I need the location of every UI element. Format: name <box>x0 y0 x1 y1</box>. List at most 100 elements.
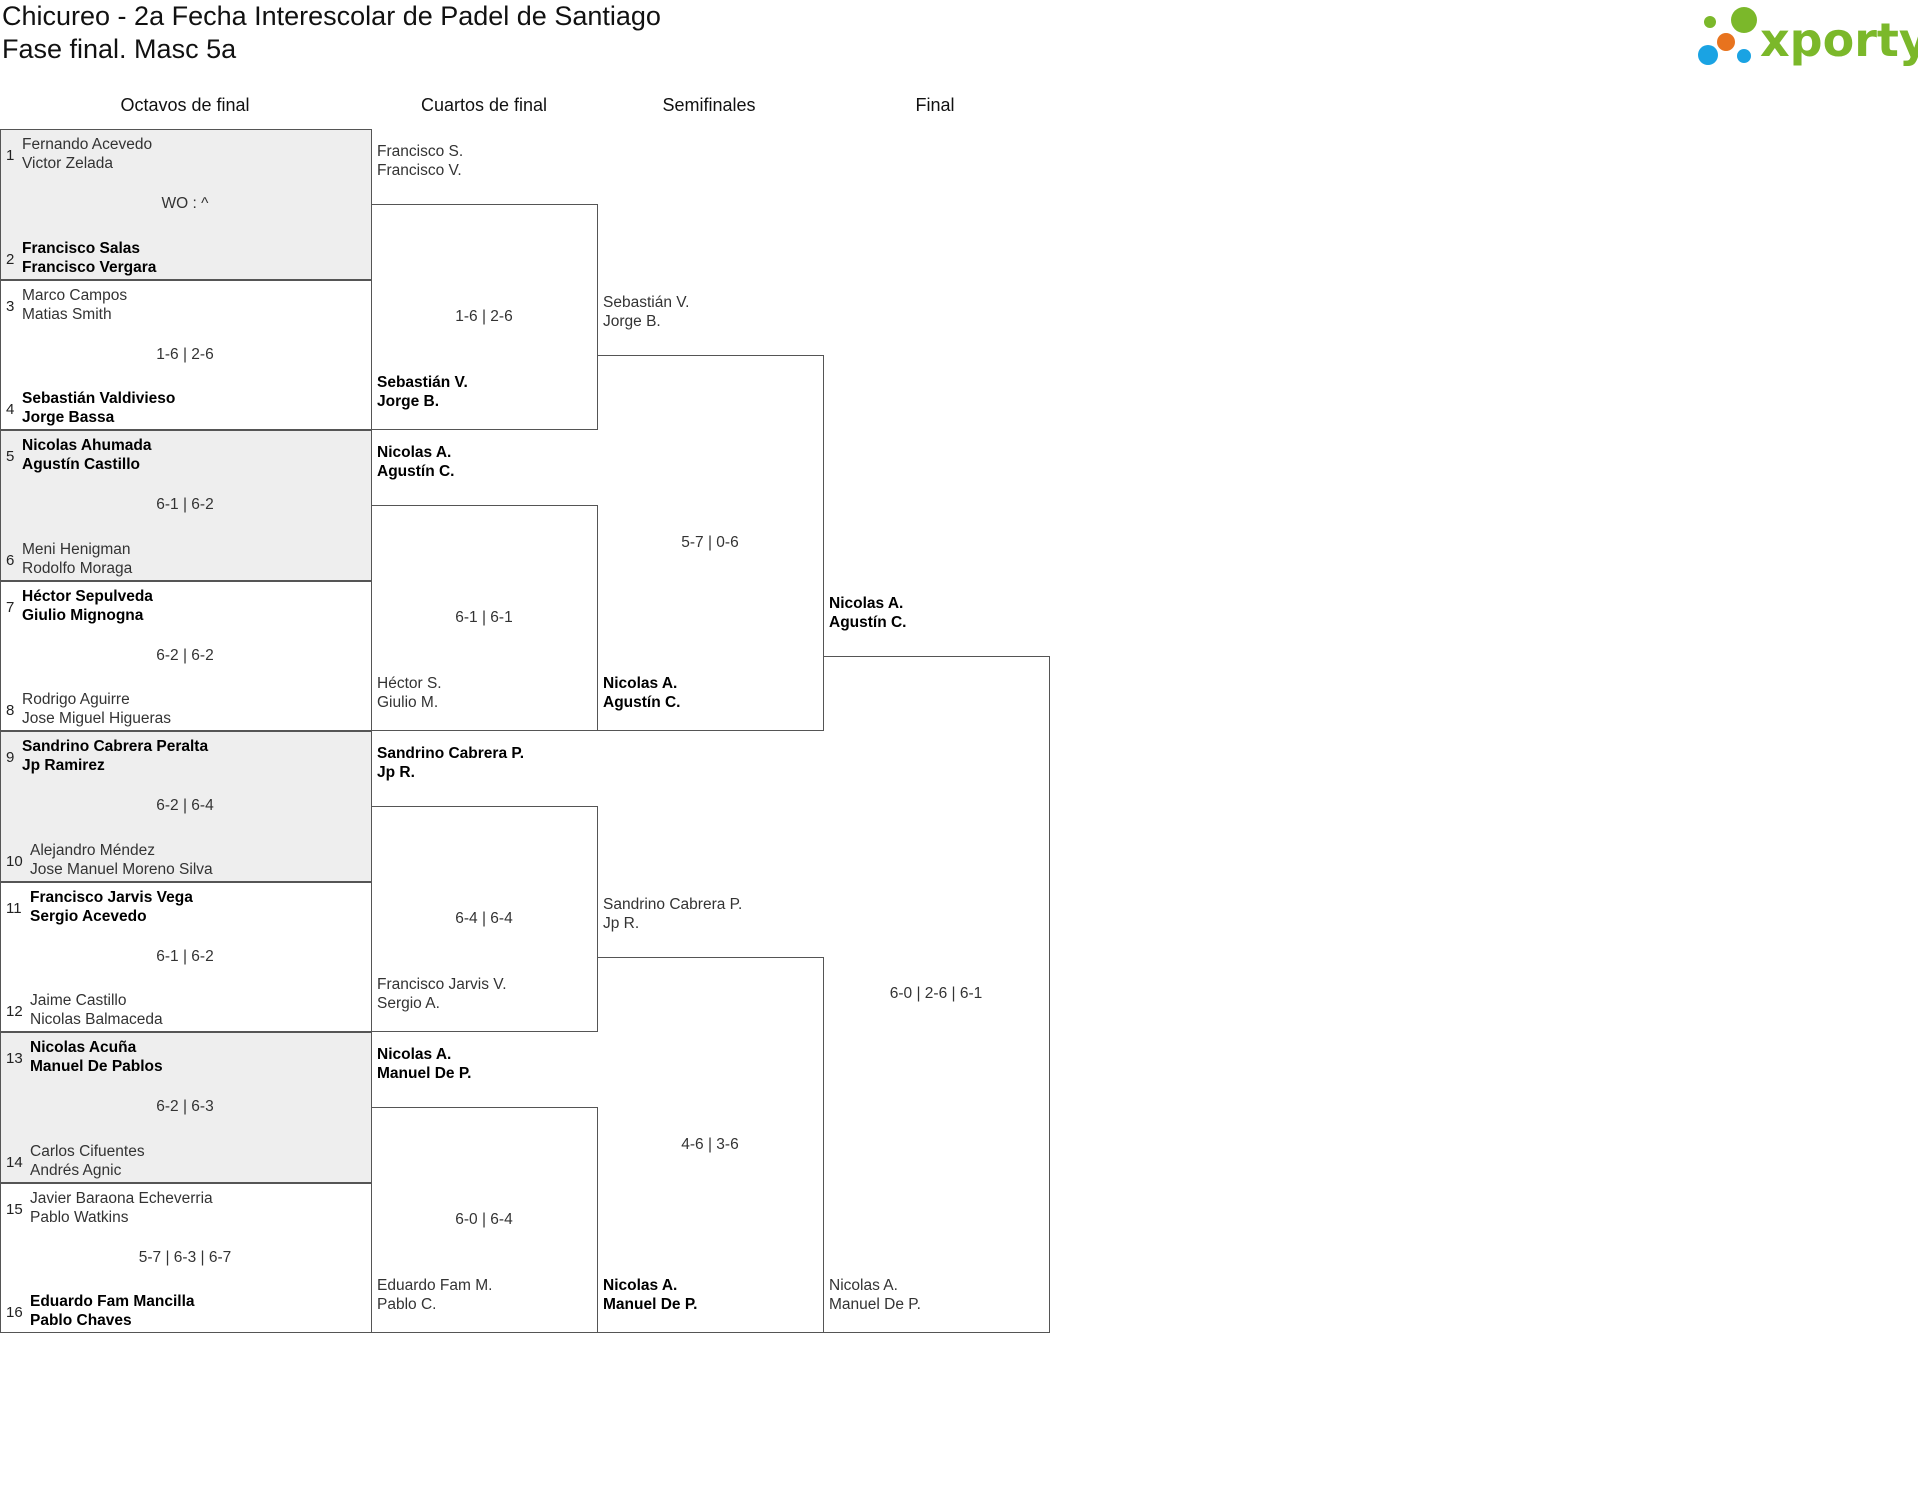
player-name: Pablo Watkins <box>30 1208 129 1226</box>
match-score: 6-2 | 6-3 <box>156 1098 214 1116</box>
match-score: 5-7 | 0-6 <box>681 533 739 551</box>
player-name: Jorge B. <box>603 312 661 330</box>
match-box <box>597 956 824 1333</box>
round-header-final: Final <box>915 95 955 115</box>
player-name: Eduardo Fam Mancilla <box>30 1293 195 1310</box>
logo-dot-green-icon <box>1731 7 1757 33</box>
player-name: Giulio Mignogna <box>22 606 144 624</box>
player-name: Rodolfo Moraga <box>22 559 133 577</box>
player-name: Meni Henigman <box>22 540 131 558</box>
logo-dot-blue-icon <box>1698 45 1718 65</box>
player-name: Sebastián V. <box>377 374 468 391</box>
player-name: Nicolas Balmaceda <box>30 1011 163 1028</box>
player-name: Manuel De P. <box>377 1065 472 1083</box>
match-box <box>371 505 598 731</box>
player-name: Sebastián V. <box>603 293 690 311</box>
match-score: 6-2 | 6-2 <box>156 646 214 664</box>
player-name: Giulio M. <box>377 694 439 711</box>
player-name: Nicolas A. <box>829 1277 898 1294</box>
player-name: Francisco Vergara <box>22 258 157 276</box>
player-name: Nicolas Ahumada <box>22 437 152 454</box>
match-score: 6-2 | 6-4 <box>156 797 214 815</box>
match-box <box>0 1032 372 1183</box>
player-name: Héctor Sepulveda <box>22 587 153 605</box>
player-name: Andrés Agnic <box>30 1161 122 1179</box>
round-header-octavos: Octavos de final <box>120 95 250 115</box>
player-name: Francisco Jarvis Vega <box>30 888 193 906</box>
match-box <box>0 279 372 430</box>
player-name: Pablo C. <box>377 1296 437 1313</box>
page-subtitle: Fase final. Masc 5a <box>2 34 237 64</box>
match-score: 6-1 | 6-2 <box>156 947 214 965</box>
player-name: Nicolas A. <box>377 1046 452 1064</box>
match-box <box>0 129 372 280</box>
seed-number: 11 <box>6 899 22 917</box>
player-name: Fernando Acevedo <box>22 136 153 153</box>
logo-wordmark: xporty <box>1760 13 1918 67</box>
match-score: 6-0 | 6-4 <box>455 1211 513 1229</box>
player-name: Jorge B. <box>377 393 440 410</box>
match-score: 6-1 | 6-1 <box>455 609 513 627</box>
player-name: Nicolas A. <box>377 444 452 462</box>
seed-number: 12 <box>6 1003 23 1020</box>
player-name: Agustín C. <box>603 694 681 711</box>
xporty-logo[interactable]: xporty <box>1696 4 1918 70</box>
seed-number: 9 <box>6 749 15 766</box>
match-box <box>371 806 598 1032</box>
player-name: Javier Baraona Echeverria <box>30 1189 213 1207</box>
player-name: Jp R. <box>603 914 640 932</box>
seed-number: 13 <box>6 1050 23 1067</box>
player-name: Rodrigo Aguirre <box>22 691 130 708</box>
match-box <box>0 1182 372 1333</box>
player-name: Sebastián Valdivieso <box>22 390 176 407</box>
seed-number: 4 <box>6 401 15 418</box>
player-name: Jaime Castillo <box>30 992 127 1009</box>
player-name: Manuel De P. <box>829 1296 921 1313</box>
match-score: 1-6 | 2-6 <box>156 345 214 363</box>
player-name: Jp Ramirez <box>22 757 105 774</box>
match-score: 1-6 | 2-6 <box>455 308 513 326</box>
player-name: Nicolas Acuña <box>30 1039 137 1056</box>
page-title: Chicureo - 2a Fecha Interescolar de Pade… <box>2 1 661 31</box>
match-box <box>0 881 372 1032</box>
player-name: Héctor S. <box>377 675 442 692</box>
seed-number: 15 <box>6 1200 23 1218</box>
player-name: Sandrino Cabrera Peralta <box>22 738 209 755</box>
player-name: Jp R. <box>377 764 415 782</box>
match-box <box>0 580 372 731</box>
seed-number: 6 <box>6 551 15 569</box>
match-box <box>0 430 372 581</box>
match-score: 4-6 | 3-6 <box>681 1135 739 1153</box>
match-box <box>823 655 1050 1333</box>
match-box <box>597 354 824 731</box>
player-name: Alejandro Méndez <box>30 841 155 859</box>
player-name: Francisco V. <box>377 162 462 180</box>
logo-dot-green-small-icon <box>1704 16 1716 28</box>
seed-number: 3 <box>6 297 15 315</box>
player-name: Nicolas A. <box>603 1277 678 1294</box>
player-name: Sergio A. <box>377 995 440 1012</box>
match-score: WO : ^ <box>161 195 209 213</box>
player-name: Pablo Chaves <box>30 1312 132 1329</box>
player-name: Agustín C. <box>829 613 907 631</box>
player-name: Francisco Jarvis V. <box>377 976 507 993</box>
match-box <box>371 204 598 430</box>
seed-number: 14 <box>6 1153 23 1171</box>
seed-number: 1 <box>6 147 15 164</box>
player-name: Agustín Castillo <box>22 456 140 473</box>
player-name: Manuel De P. <box>603 1296 698 1313</box>
seed-number: 16 <box>6 1304 23 1321</box>
player-name: Manuel De Pablos <box>30 1058 163 1075</box>
seed-number: 5 <box>6 448 15 465</box>
player-name: Eduardo Fam M. <box>377 1277 493 1294</box>
player-name: Nicolas A. <box>603 675 678 692</box>
player-name: Jose Manuel Moreno Silva <box>30 860 213 878</box>
player-name: Francisco Salas <box>22 239 141 257</box>
player-name: Victor Zelada <box>22 155 114 172</box>
player-name: Agustín C. <box>377 463 455 481</box>
match-box <box>0 731 372 882</box>
player-name: Sergio Acevedo <box>30 907 147 925</box>
seed-number: 8 <box>6 702 15 719</box>
match-score: 6-4 | 6-4 <box>455 910 513 928</box>
round-header-cuartos: Cuartos de final <box>420 95 548 115</box>
